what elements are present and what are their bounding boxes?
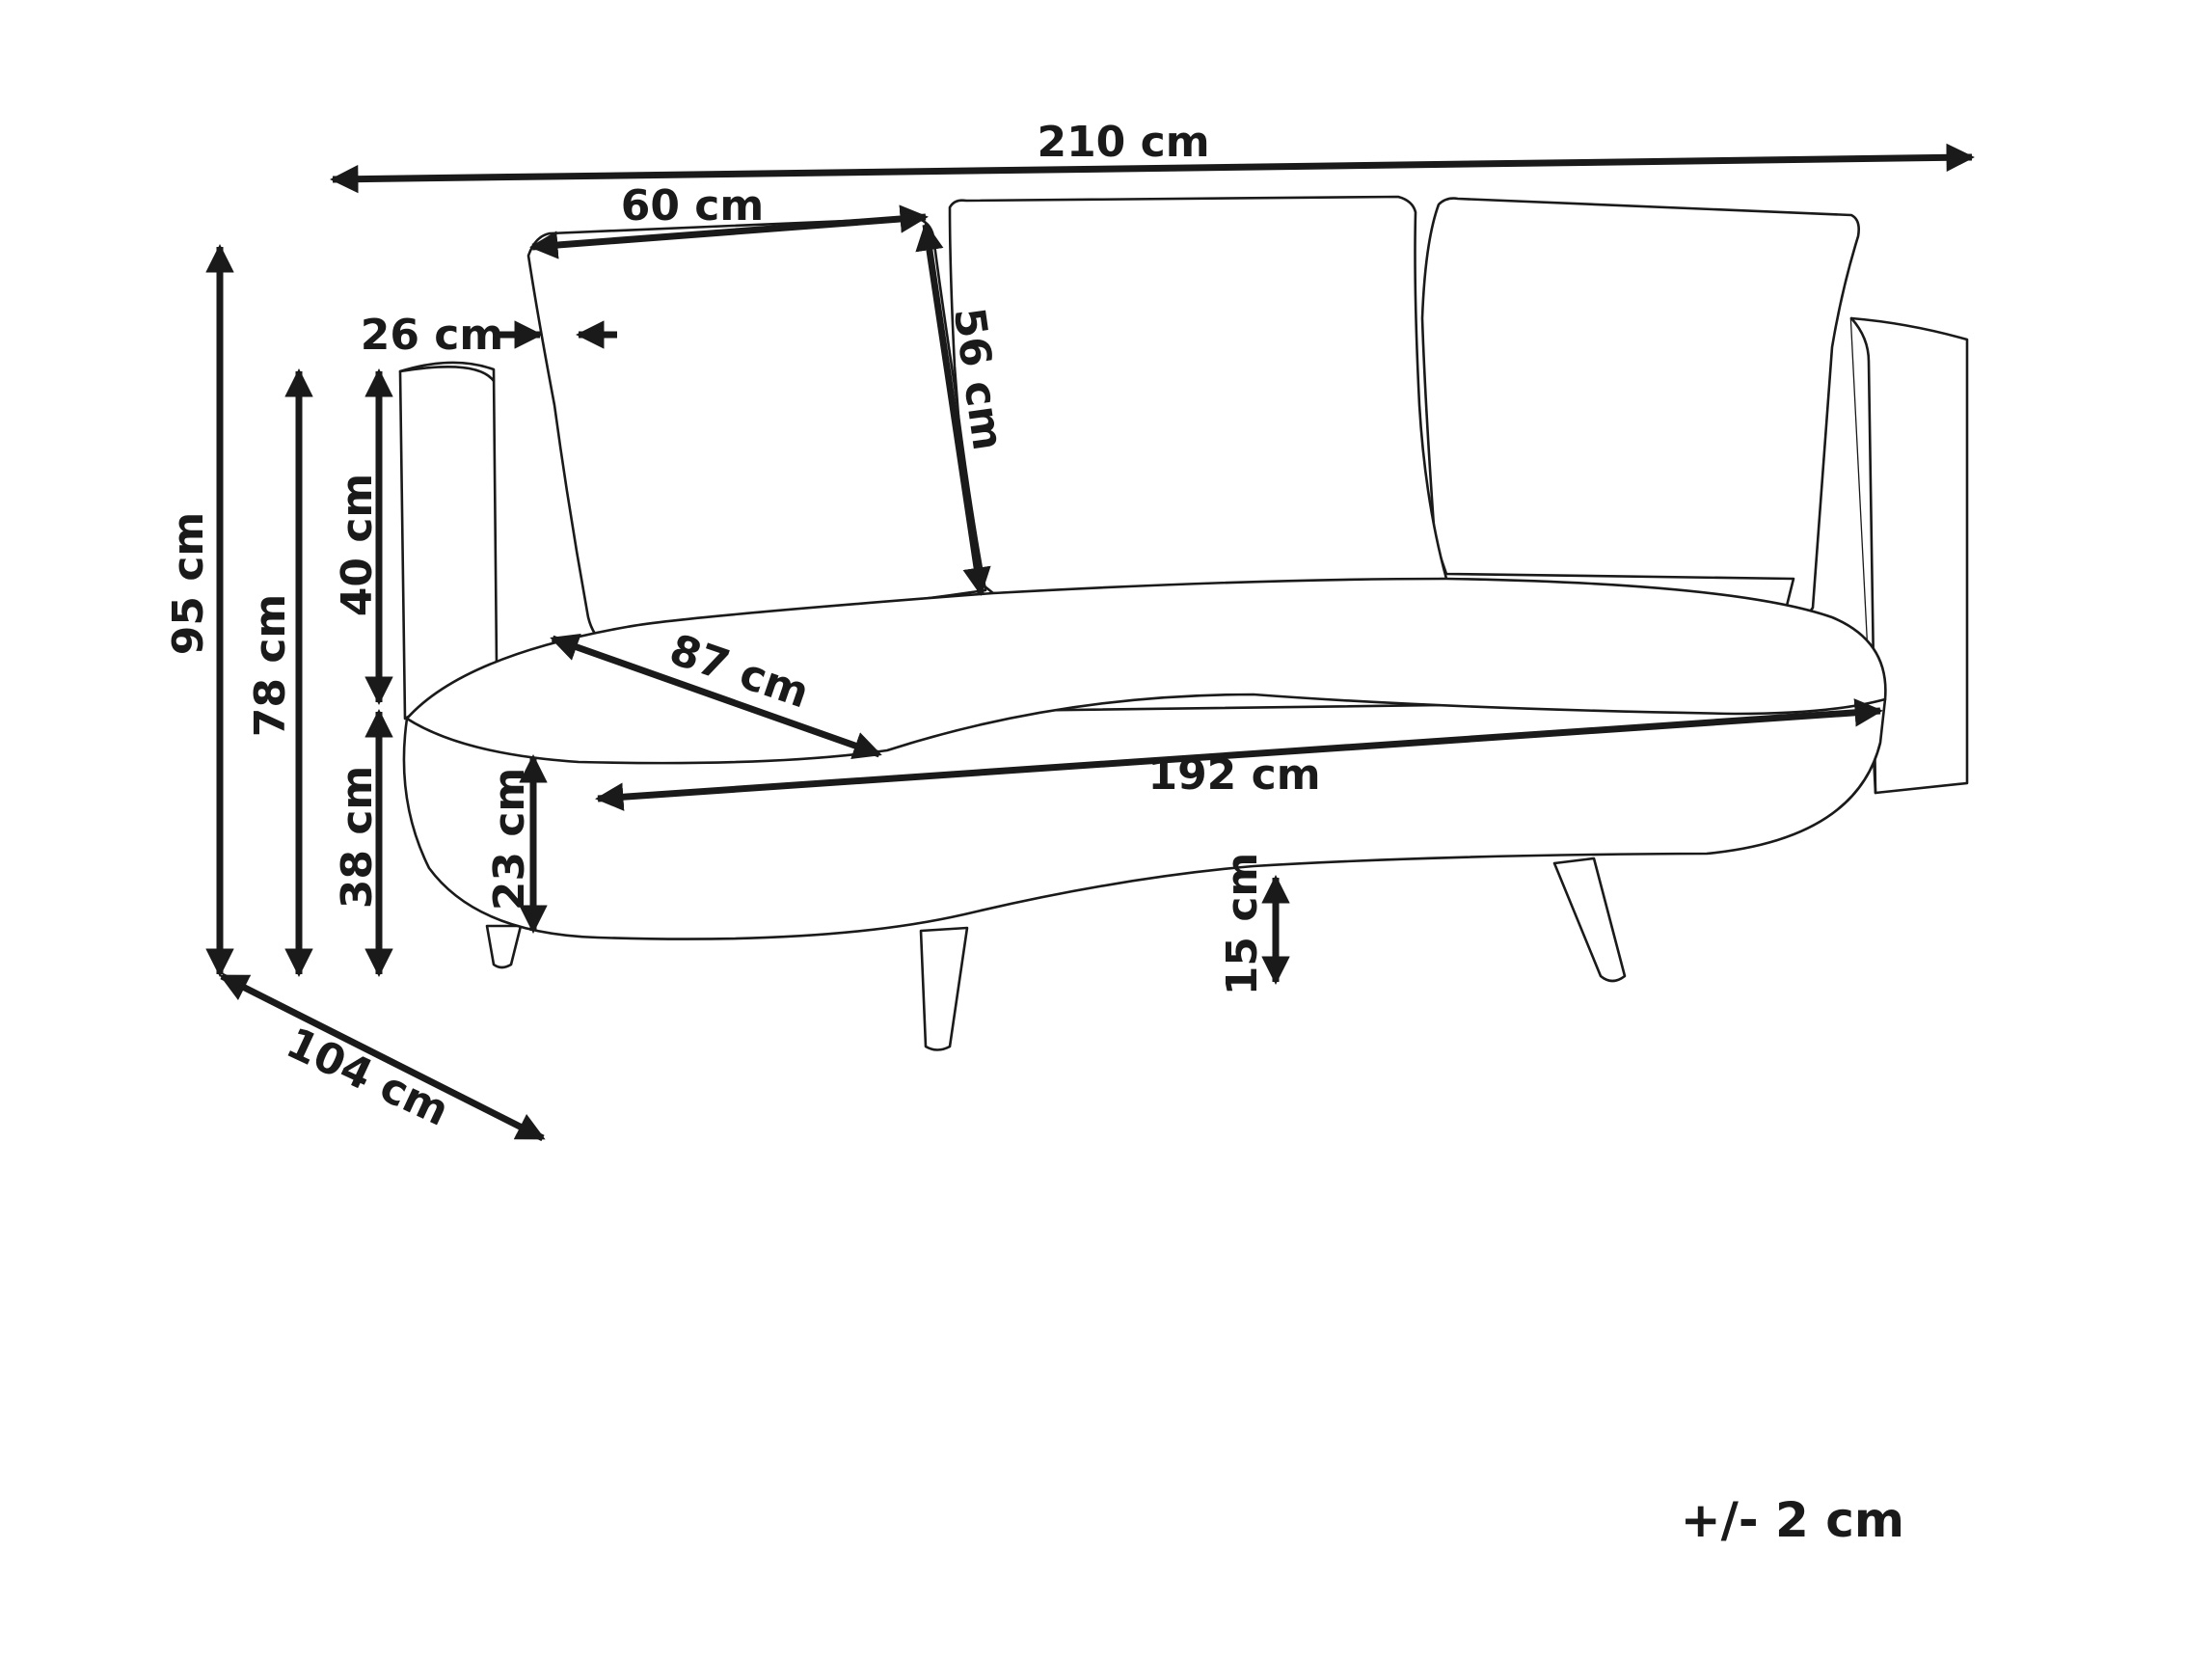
total-depth-arrow [219, 972, 546, 1142]
seat-width-arrow [595, 698, 1883, 811]
arm-height-label: 78 cm [246, 594, 295, 737]
total-width-label: 210 cm [1037, 118, 1209, 167]
cushion-height-arrow [915, 222, 991, 596]
back-cushion-middle [948, 195, 1448, 595]
armrest-offset-label: 26 cm [361, 311, 503, 360]
tolerance-note: +/- 2 cm [1681, 1492, 1904, 1548]
left-armrest-inner [398, 366, 496, 383]
back-cushion-right [1420, 197, 1860, 620]
sofa-drawing [398, 195, 1969, 1051]
seat-height-label: 38 cm [333, 766, 382, 909]
leg-height-label: 15 cm [1218, 853, 1267, 995]
total-height-label: 95 cm [164, 512, 213, 655]
seat-width-label: 192 cm [1147, 750, 1320, 800]
back-height-label: 40 cm [333, 474, 382, 616]
front-left-leg [485, 924, 523, 969]
front-middle-leg [919, 926, 969, 1051]
back-right-leg [1552, 857, 1627, 983]
back-cushion-left [526, 216, 987, 646]
cushion-width-arrow [529, 204, 929, 259]
seat-thickness-label: 23 cm [485, 768, 534, 911]
total-width-arrow [330, 143, 1975, 194]
cushion-width-label: 60 cm [621, 181, 764, 231]
left-armrest [398, 361, 499, 721]
dimension-lines [205, 143, 1975, 1142]
